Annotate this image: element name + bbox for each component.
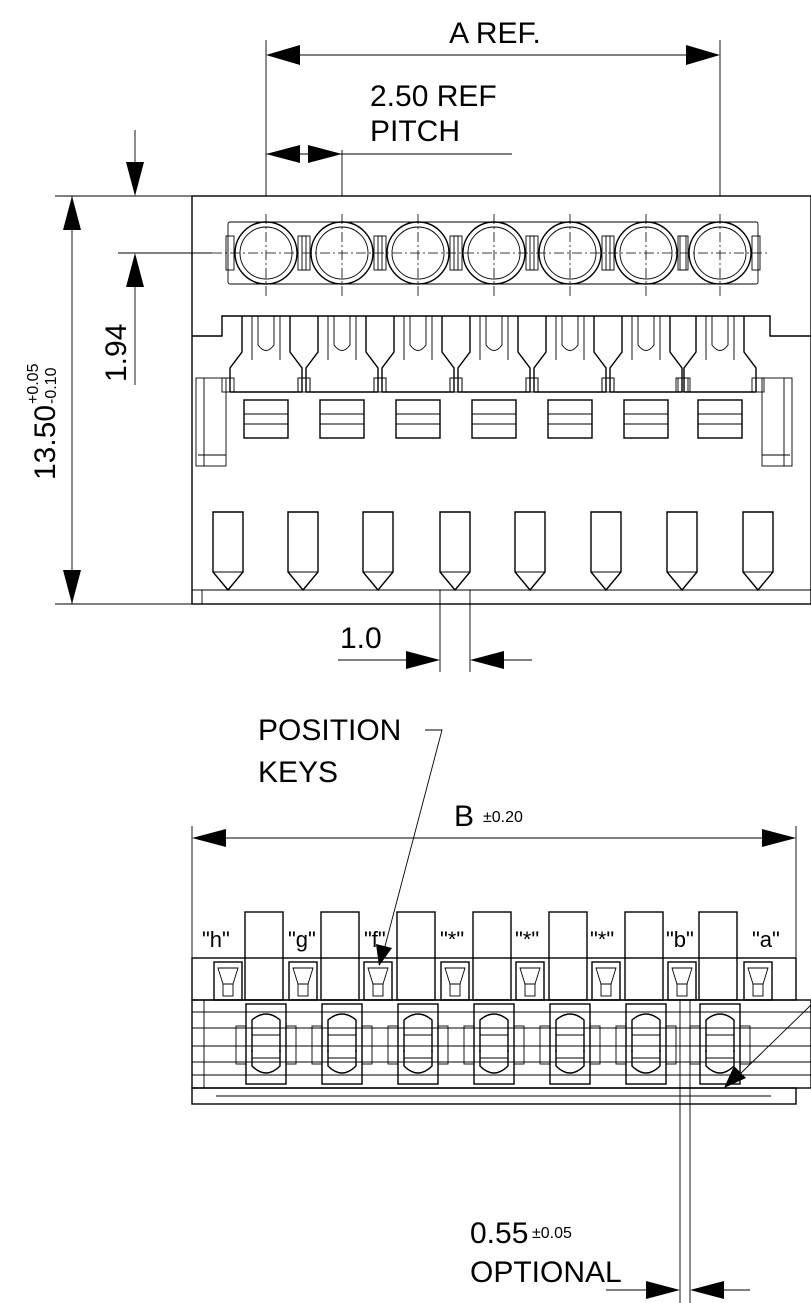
dim-055-tol: ±0.05 [532,1225,572,1242]
position-key-3 [363,961,393,1001]
dim-1-94-label: 1.94 [100,324,133,382]
contact-opening-6 [605,214,687,296]
rib-6 [624,911,664,1001]
dim-1-0: 1.0 [338,590,532,672]
contact-slot-3 [387,1003,449,1085]
contact-opening-5 [529,214,611,296]
key-label-star-2: "*" [515,927,539,952]
pin-2 [287,511,319,592]
dim-optional-label: OPTIONAL [470,1256,622,1289]
position-key-8 [743,961,773,1001]
position-keys-label-2: KEYS [258,756,338,789]
dim-b-tol: ±0.20 [483,809,523,826]
contact-fork-4 [449,316,539,393]
key-label-g: "g" [288,927,316,952]
dim-055: 0.55 ±0.05 OPTIONAL [470,1096,750,1303]
rib-4 [472,911,512,1001]
pin-5 [514,511,546,592]
dim-height-tol-plus: +0.05 [25,363,42,404]
contact-fork-1 [221,316,311,393]
position-key-7 [667,961,697,1001]
side-latch-right [761,377,793,467]
side-latch-left [195,377,227,467]
key-label-star-1: "*" [440,927,464,952]
contact-opening-3 [377,214,459,296]
contact-slot-2 [311,1003,373,1085]
rib-5 [548,911,588,1001]
top-body-outline [191,195,811,605]
contact-opening-4 [453,214,535,296]
key-label-f: "f" [364,927,386,952]
position-key-4 [440,961,470,1001]
contact-tab-6 [623,399,669,439]
key-label-a: "a" [752,927,780,952]
pin-6 [590,511,622,592]
dim-height-tol-minus: -0.10 [43,367,60,404]
pin-1 [212,511,244,592]
contact-tab-2 [319,399,365,439]
contact-opening-1 [225,214,307,296]
top-view: A REF. 2.50 REF PITCH 13.50 +0.05 -0.10 [25,17,811,672]
dim-a-ref: A REF. [265,17,721,196]
position-key-6 [591,961,621,1001]
contact-fork-5 [525,316,615,393]
contact-tab-1 [243,399,289,439]
contact-slot-6 [615,1003,677,1085]
rib-7 [698,911,738,1001]
key-label-h: "h" [202,927,230,952]
bottom-body [191,999,811,1105]
key-label-b: "b" [666,927,694,952]
pin-4 [439,511,471,592]
dim-height: 13.50 +0.05 -0.10 [25,196,81,604]
dim-1-0-label: 1.0 [340,622,382,655]
dim-height-main: 13.50 [29,405,62,480]
contact-tab-5 [547,399,593,439]
dim-pitch-value: 2.50 REF [370,80,497,113]
contact-slot-5 [539,1003,601,1085]
position-keys-leader [383,729,443,951]
contact-frame [192,315,811,337]
contact-fork-6 [601,316,691,393]
contact-leader [737,1004,811,1077]
position-key-1 [213,961,243,1001]
contact-tab-4 [471,399,517,439]
contact-fork-2 [297,316,387,393]
dim-055-label: 0.55 [470,1217,528,1250]
contact-tab-3 [395,399,441,439]
contact-slot-1 [235,1003,297,1085]
dim-pitch-label: PITCH [370,115,460,148]
position-key-2 [288,961,318,1001]
dim-b-label: B [454,800,474,833]
dim-a-ref-label: A REF. [449,17,541,50]
contact-slot-7 [689,1003,751,1085]
contact-fork-7 [675,316,765,393]
dim-pitch: 2.50 REF PITCH [266,80,512,196]
rib-2 [320,911,360,1001]
contact-slot-4 [463,1003,525,1085]
contact-opening-7 [679,214,761,296]
position-key-5 [515,961,545,1001]
rib-1 [244,911,284,1001]
contact-tab-7 [697,399,743,439]
bottom-view: POSITION KEYS B ±0.20 "h" "g" "f" "*" "*… [191,714,811,1303]
pin-8 [742,511,774,592]
contact-fork-3 [373,316,463,393]
pin-3 [362,511,394,592]
position-keys-label-1: POSITION [258,714,401,747]
dim-1-94: 1.94 [100,130,144,385]
dim-b: B ±0.20 [191,800,797,958]
pin-7 [666,511,698,592]
key-label-star-3: "*" [590,927,614,952]
rib-3 [396,911,436,1001]
